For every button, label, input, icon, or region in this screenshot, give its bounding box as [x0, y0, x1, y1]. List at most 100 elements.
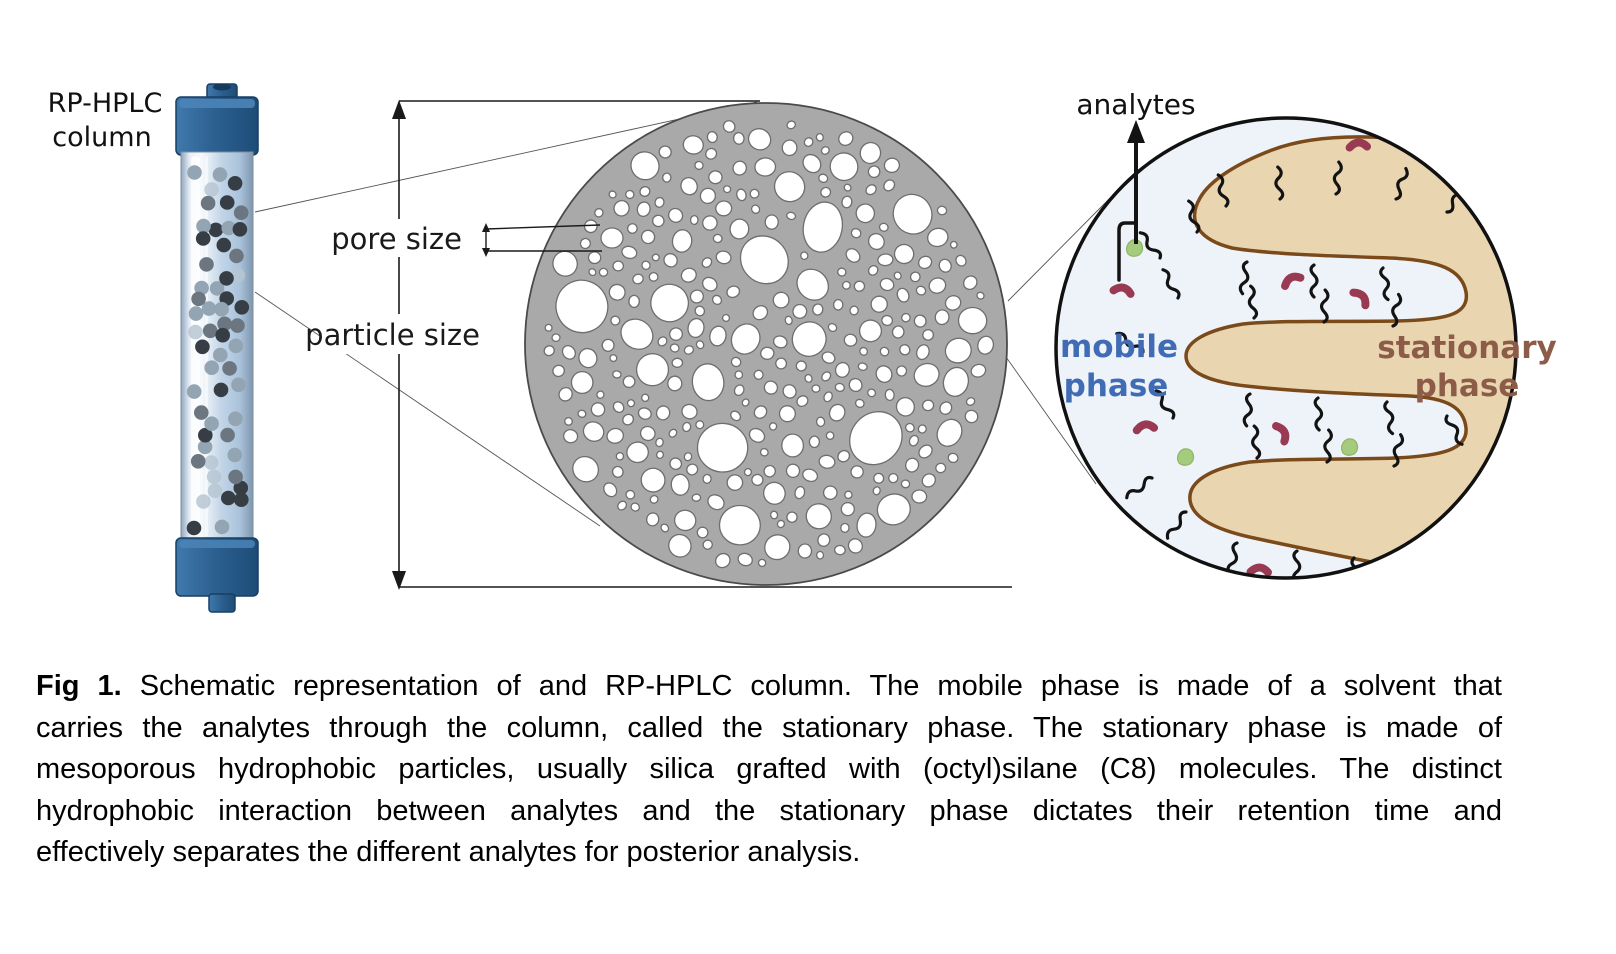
stationary-phase-label-line1: stationary [1377, 330, 1556, 366]
packed-particle [213, 382, 229, 398]
mobile-phase-label-line2: phase [1064, 368, 1169, 404]
pore [650, 283, 690, 323]
packed-particle [230, 318, 245, 333]
pore [583, 219, 598, 234]
analyte-flow-hook-line [1117, 221, 1136, 282]
pore [671, 357, 684, 368]
alkyl-chain-icon [1444, 414, 1464, 446]
packed-particle [201, 301, 217, 316]
pore [832, 298, 844, 311]
pore [791, 321, 827, 357]
small-down-arrowhead-icon [482, 248, 490, 257]
pore [699, 187, 717, 205]
pore-pointer-line [485, 224, 601, 230]
pore [853, 280, 866, 292]
packed-particle [231, 377, 246, 393]
packed-particle [206, 469, 222, 485]
pore [658, 145, 672, 159]
pore [854, 398, 865, 409]
pore [845, 248, 861, 263]
pore [625, 489, 636, 500]
pore [695, 340, 705, 350]
pore [655, 405, 671, 421]
pore [784, 315, 793, 326]
packed-particle [199, 257, 214, 272]
figure-number: Fig 1. [36, 670, 122, 702]
packed-particle [215, 327, 230, 343]
pore [867, 165, 881, 179]
packed-particle [219, 195, 235, 210]
pore [603, 482, 618, 498]
pore [883, 179, 896, 192]
pore [802, 153, 822, 174]
pore [870, 295, 888, 313]
pore [648, 271, 659, 282]
pore [918, 444, 933, 459]
pore [734, 370, 744, 380]
pore [730, 356, 742, 368]
column-bottom-cap-rim [179, 540, 255, 548]
packed-particle [221, 220, 236, 236]
pore [680, 176, 698, 196]
pore [895, 396, 915, 417]
pore [691, 493, 702, 502]
packed-particle [214, 519, 230, 535]
pore [683, 452, 693, 462]
pore [750, 204, 761, 214]
analyte-bean-icon [1349, 288, 1370, 310]
hplc-schematic-figure: RP-HPLC column pore size particle size [48, 83, 1557, 613]
alkyl-chain-icon [1313, 396, 1324, 432]
pore [841, 195, 853, 209]
pore [822, 485, 838, 500]
pore [732, 131, 745, 145]
column-label-line1: RP-HPLC [48, 88, 163, 119]
pore [669, 327, 683, 341]
pore [782, 384, 797, 399]
stationary-phase-label-line2: phase [1415, 368, 1520, 404]
alkyl-chain-icon [1383, 400, 1395, 436]
packed-particle [232, 222, 248, 237]
up-arrowhead-icon [392, 100, 406, 119]
pore [544, 323, 553, 332]
packed-particle [186, 520, 202, 536]
pore [572, 455, 600, 483]
pore [867, 388, 877, 398]
packed-particle [203, 455, 219, 470]
pore [670, 473, 690, 496]
analyte-green-icon [1340, 438, 1359, 456]
pore [714, 552, 731, 569]
alkyl-chain-icon [1391, 292, 1403, 328]
pore [588, 268, 597, 277]
pore [905, 422, 915, 433]
mobile-phase-label-line1: mobile [1060, 329, 1178, 365]
packed-particle [204, 416, 219, 432]
pore [796, 268, 830, 301]
pore [759, 448, 769, 457]
pore [896, 365, 908, 377]
pore [855, 203, 876, 224]
column-label-line2: column [52, 122, 151, 153]
pore [639, 425, 656, 442]
molecular-view: analytes mobile phase stationary phase [1054, 88, 1557, 580]
pore [800, 251, 809, 261]
packed-particle [190, 454, 206, 469]
pore [611, 465, 624, 478]
pore [768, 422, 778, 431]
projection-line [254, 101, 758, 213]
packed-particle [222, 361, 237, 376]
label-backing [322, 314, 484, 354]
packed-particle [212, 167, 228, 182]
pore [691, 363, 725, 402]
pore [651, 214, 665, 228]
pore [775, 357, 788, 370]
pore [843, 333, 858, 347]
pore [668, 207, 684, 223]
pore [752, 305, 769, 321]
analyte-green-icon [1125, 239, 1144, 257]
pore [859, 346, 869, 356]
analyte-bean-icon [1109, 283, 1135, 298]
pore [681, 403, 698, 420]
pore [850, 465, 864, 479]
pore [913, 314, 927, 328]
